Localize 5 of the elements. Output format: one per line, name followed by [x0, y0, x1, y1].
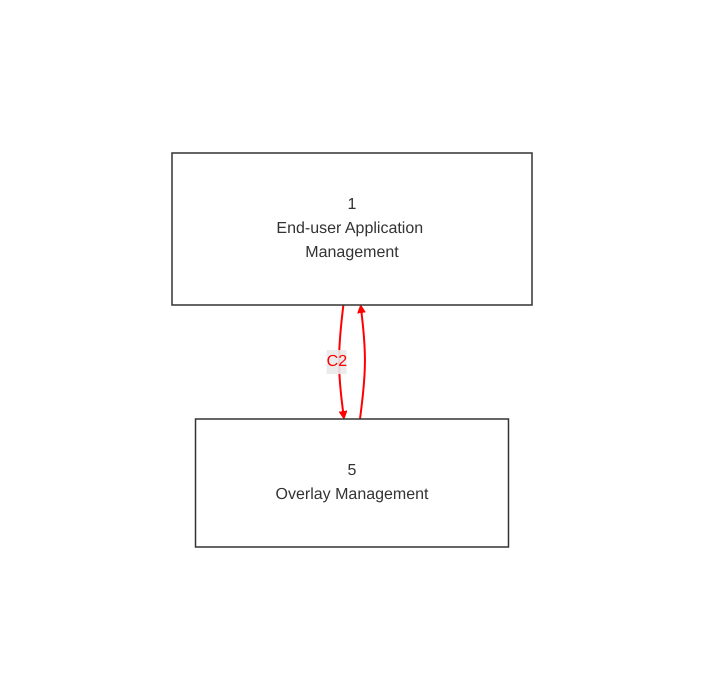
node-box: 5 Overlay Management [194, 418, 509, 548]
arrow [338, 304, 347, 420]
arrow [356, 304, 366, 420]
edge-label: C2 [326, 353, 347, 370]
node-box: 1 End-user Application Management [170, 152, 532, 306]
